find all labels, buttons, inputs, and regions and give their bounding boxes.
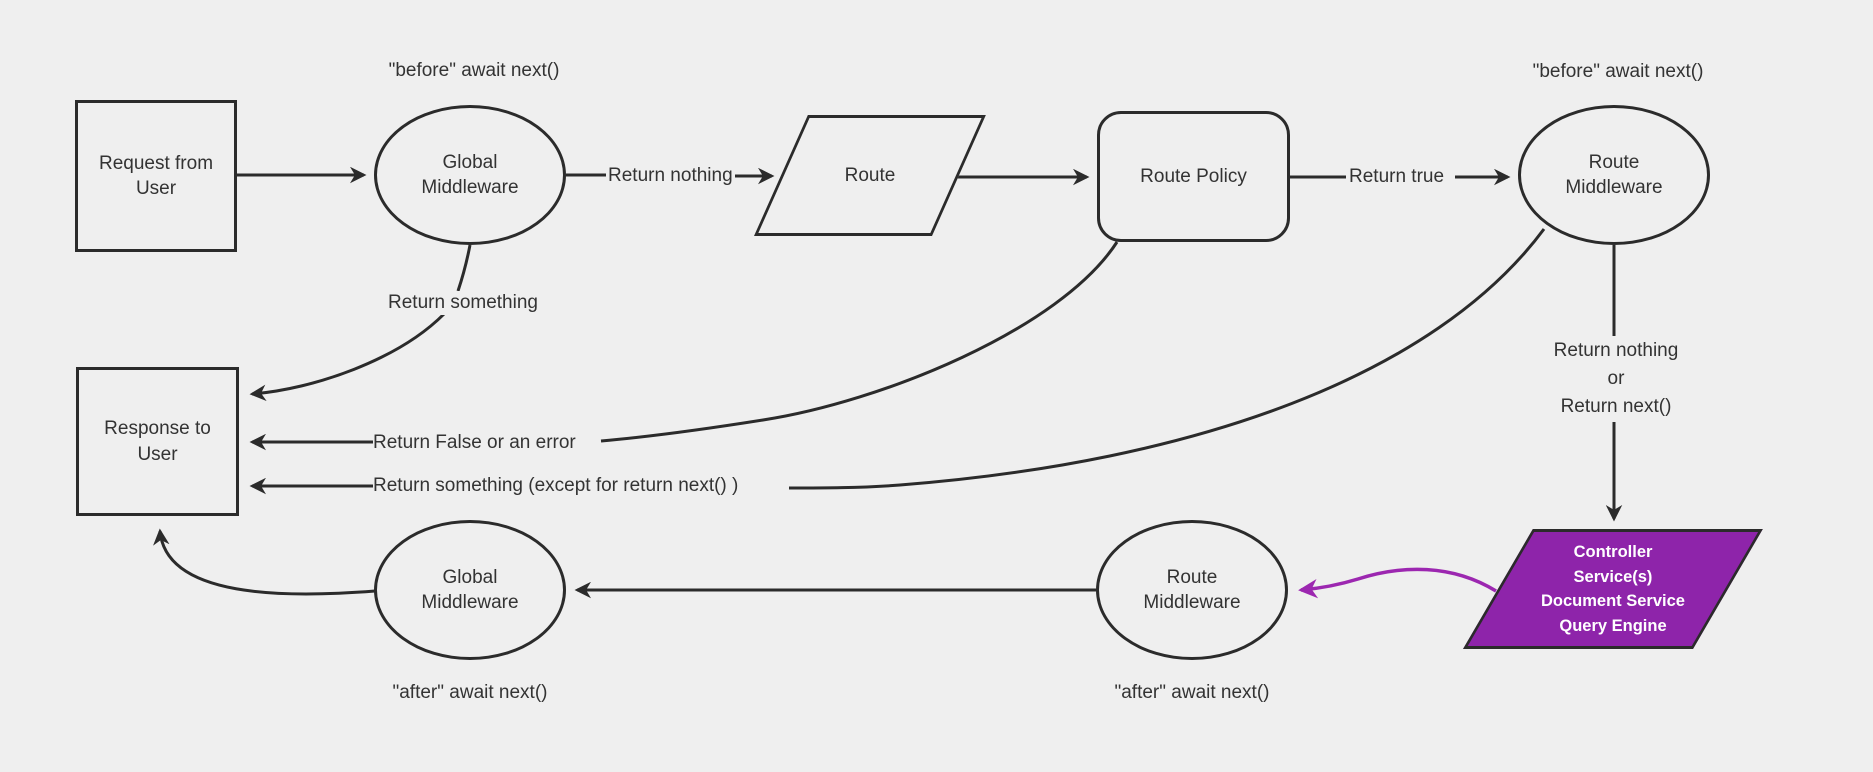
edge-label-line: or	[1607, 368, 1625, 389]
node-global-middleware-bottom: Global Middleware	[374, 520, 566, 660]
node-label: Route Policy	[1140, 165, 1247, 187]
controller-line: Controller	[1573, 543, 1653, 561]
node-controller-label: Controller Service(s) Document Service Q…	[1503, 540, 1723, 638]
edge-label-line: Return next()	[1560, 396, 1672, 417]
node-response-to-user: Response to User	[76, 367, 239, 516]
node-label: Global Middleware	[421, 566, 519, 613]
node-global-middleware-top: Global Middleware	[374, 105, 566, 245]
node-label: Route Middleware	[1143, 566, 1241, 613]
annotation-before-global: "before" await next()	[388, 60, 560, 81]
annotation-before-route: "before" await next()	[1532, 61, 1704, 82]
edge-label-return-something-except: Return something (except for return next…	[373, 475, 739, 496]
edge-globalmw-to-response	[153, 528, 376, 596]
node-route-middleware-bottom: Route Middleware	[1096, 520, 1288, 660]
edge-label-return-nothing-or-next: Return nothing or Return next()	[1549, 336, 1683, 422]
controller-line: Service(s)	[1573, 567, 1653, 586]
controller-line: Document Service	[1541, 592, 1685, 610]
edge-label-return-something: Return something	[384, 291, 542, 315]
edge-routemw-return-something-a	[788, 228, 1546, 490]
edge-controller-to-routemw	[1298, 567, 1497, 599]
edge-label-return-false: Return False or an error	[373, 432, 576, 453]
annotation-after-route: "after" await next()	[1114, 682, 1270, 703]
edge-global-return-something-b	[249, 312, 446, 402]
node-request-from-user: Request from User	[75, 100, 237, 252]
edge-policy-return-false-a	[600, 241, 1119, 443]
edge-label-return-nothing: Return nothing	[608, 165, 733, 186]
node-route-label: Route	[844, 164, 896, 186]
node-route-policy: Route Policy	[1097, 111, 1290, 242]
node-label: Global Middleware	[421, 151, 519, 198]
annotation-after-global: "after" await next()	[392, 682, 548, 703]
node-label: Route Middleware	[1565, 151, 1663, 198]
controller-line: Query Engine	[1559, 616, 1667, 635]
edge-global-return-something-a	[456, 244, 472, 292]
node-label: Request from User	[98, 152, 214, 199]
edge-label-line: Return nothing	[1553, 340, 1679, 361]
node-label: Response to User	[104, 418, 211, 465]
edge-label-return-true: Return true	[1349, 166, 1445, 187]
node-route-middleware-top: Route Middleware	[1518, 105, 1710, 245]
